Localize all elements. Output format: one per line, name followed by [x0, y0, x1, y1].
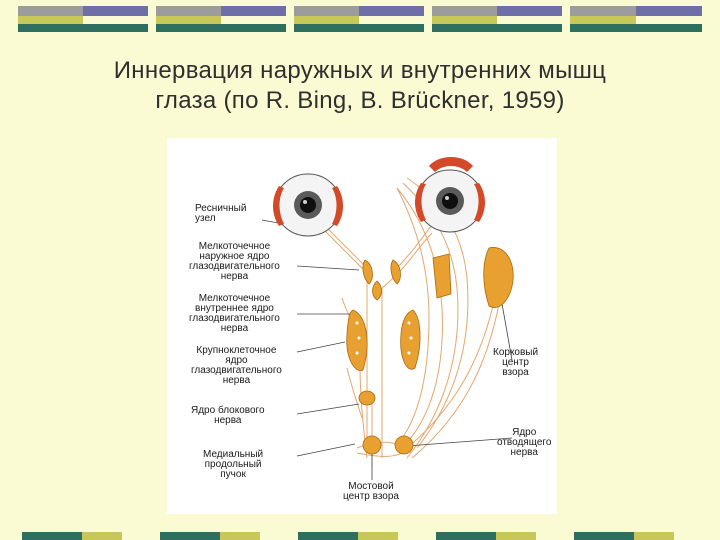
decor-block-3	[294, 6, 424, 32]
label-line: центр взора	[343, 491, 399, 502]
pointer-lines	[261, 219, 513, 480]
decor-bottom-7	[436, 532, 496, 540]
label-pontine-center: Мостовой центр взора	[343, 482, 399, 502]
decor-block-4	[432, 6, 562, 32]
label-line: узел	[195, 213, 216, 224]
label-line: глазодвигательного	[189, 313, 280, 324]
decor-bottom-9	[574, 532, 634, 540]
label-abducens: Ядро отводящего нерва	[497, 428, 551, 458]
left-eye	[273, 173, 343, 237]
pontine-nuclei	[362, 435, 414, 455]
right-eye	[415, 157, 485, 233]
label-line: Ресничный	[195, 203, 247, 214]
diagram-svg	[261, 157, 514, 480]
label-trochlear: Ядро блокового нерва	[191, 406, 265, 426]
large-cell-nuclei	[346, 309, 421, 371]
decor-bottom-4	[220, 532, 260, 540]
label-small-cell-external: Мелкоточечное наружное ядро глазодвигате…	[189, 242, 280, 282]
top-decor-strip	[0, 6, 720, 36]
label-line: нерва	[220, 323, 249, 334]
bottom-decor-strip	[0, 528, 720, 540]
label-line: ядро	[225, 355, 248, 366]
decor-bottom-3	[160, 532, 220, 540]
label-line: нерва	[220, 271, 249, 282]
trochlear-nucleus	[358, 390, 376, 406]
title-line-2: глаза (по R. Bing, B. Brückner, 1959)	[155, 87, 565, 114]
label-small-cell-internal: Мелкоточечное внутреннее ядро глазодвига…	[189, 294, 280, 334]
decor-bottom-5	[298, 532, 358, 540]
label-large-cell: Крупноклеточное ядро глазодвигательного …	[191, 346, 282, 386]
label-line: нерва	[222, 375, 251, 386]
decor-block-2	[156, 6, 286, 32]
label-line: наружное ядро	[199, 251, 270, 262]
label-line: Мелкоточечное	[198, 241, 271, 252]
decor-bottom-2	[82, 532, 122, 540]
small-cell-external-nuclei	[362, 259, 401, 285]
label-line: центр	[502, 357, 529, 368]
label-line: Мелкоточечное	[198, 293, 271, 304]
small-cell-internal-nucleus	[372, 280, 382, 301]
decor-bottom-6	[358, 532, 398, 540]
nerve-bundle	[432, 253, 452, 299]
label-line: нерва	[214, 415, 242, 426]
label-line: глазодвигательного	[191, 365, 282, 376]
label-line: Корковый	[493, 347, 539, 358]
label-line: Мостовой	[348, 481, 394, 492]
large-cell-marks	[355, 321, 413, 355]
decor-block-5	[570, 6, 702, 32]
label-line: нерва	[510, 447, 538, 458]
label-line: глазодвигательного	[189, 261, 280, 272]
decor-bottom-8	[496, 532, 536, 540]
cortical-center-shape	[483, 247, 514, 308]
label-line: взора	[502, 367, 529, 378]
label-line: пучок	[220, 469, 246, 480]
label-line: Медиальный	[203, 449, 264, 460]
label-line: продольный	[204, 459, 262, 470]
label-ciliary-ganglion: Ресничный узел	[195, 204, 246, 224]
title-line-1: Иннервация наружных и внутренних мышц	[113, 57, 607, 84]
slide-title: Иннервация наружных и внутренних мышц гл…	[40, 56, 680, 116]
label-line: отводящего	[497, 437, 552, 448]
label-line: Ядро	[512, 427, 537, 438]
label-line: внутреннее ядро	[195, 303, 274, 314]
decor-bottom-10	[634, 532, 674, 540]
label-mlf: Медиальный продольный пучок	[203, 450, 263, 480]
label-cortical-center: Корковый центр взора	[493, 348, 538, 378]
innervation-diagram: Ресничный узел Мелкоточечное наружное яд…	[167, 138, 557, 514]
label-line: Крупноклеточное	[196, 345, 277, 356]
decor-bottom-1	[22, 532, 82, 540]
decor-block-1	[18, 6, 148, 32]
label-line: Ядро блокового	[191, 405, 265, 416]
